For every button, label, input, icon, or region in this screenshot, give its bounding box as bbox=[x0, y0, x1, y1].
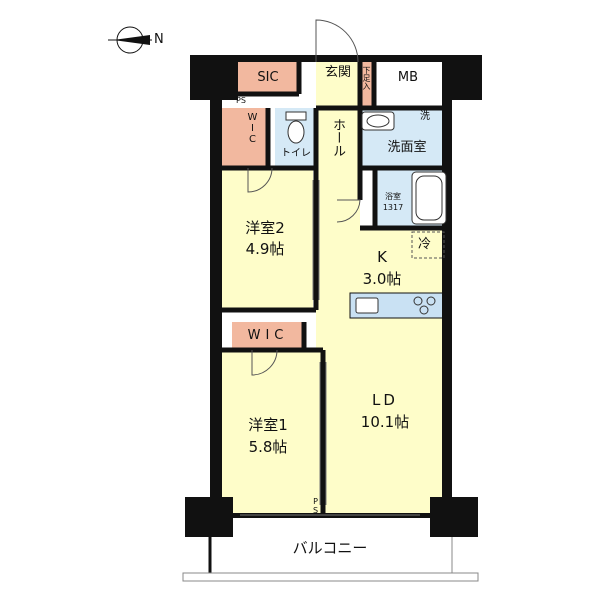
bath-size-label: 1317 bbox=[382, 203, 404, 212]
wic-mid-label: WIC bbox=[247, 328, 289, 343]
compass-arrow-icon bbox=[108, 26, 152, 54]
ps-top-label: PS bbox=[236, 96, 246, 105]
washroom-label: 洗面室 bbox=[387, 140, 427, 155]
wic-top-fill bbox=[222, 108, 268, 168]
compass-north-label: N bbox=[154, 32, 164, 47]
bedroom1-fill bbox=[210, 350, 323, 513]
sic-label: SIC bbox=[257, 70, 279, 85]
bedroom1-size: 5.8帖 bbox=[248, 438, 288, 456]
entry-door-icon bbox=[315, 19, 359, 63]
bathtub-icon bbox=[411, 171, 447, 225]
genkan-fill bbox=[316, 62, 360, 108]
washbasin-icon bbox=[361, 111, 395, 131]
toilet-icon bbox=[285, 111, 307, 144]
bedroom2-size: 4.9帖 bbox=[245, 240, 285, 258]
shoe-storage-label: 下足入 bbox=[362, 66, 371, 90]
wic-mid-fill bbox=[232, 322, 304, 350]
hall-fill bbox=[316, 108, 360, 228]
balcony-outline bbox=[182, 537, 479, 582]
bedroom1-name: 洋室1 bbox=[248, 416, 288, 434]
fridge-space bbox=[411, 231, 445, 259]
hall-label: ホール bbox=[330, 118, 345, 157]
window-sashes bbox=[240, 180, 420, 516]
kitchen-size: 3.0帖 bbox=[362, 270, 402, 288]
wash-label: 洗 bbox=[420, 111, 430, 122]
wic-top-label: WIC bbox=[247, 112, 258, 145]
room-door-icons bbox=[247, 167, 361, 376]
bedroom2-fill bbox=[210, 168, 313, 310]
fridge-label: 冷 bbox=[418, 237, 432, 252]
toilet-label: トイレ bbox=[281, 148, 311, 159]
genkan-label: 玄関 bbox=[324, 65, 351, 80]
kitchen-name: K bbox=[377, 248, 387, 266]
bath-name-label: 浴室 bbox=[385, 192, 401, 201]
sink-icon bbox=[355, 297, 379, 314]
bedroom2-name: 洋室2 bbox=[245, 219, 285, 237]
ld-name: LD bbox=[372, 391, 398, 409]
ld-size: 10.1帖 bbox=[360, 413, 410, 431]
mb-label: MB bbox=[397, 70, 419, 85]
stove-icon bbox=[413, 296, 436, 315]
sic-fill bbox=[238, 62, 299, 94]
ps-bottom-label: PS bbox=[311, 497, 320, 515]
shoe-storage-fill bbox=[360, 62, 374, 108]
balcony-label: バルコニー bbox=[292, 539, 368, 557]
interior-walls bbox=[222, 62, 448, 513]
